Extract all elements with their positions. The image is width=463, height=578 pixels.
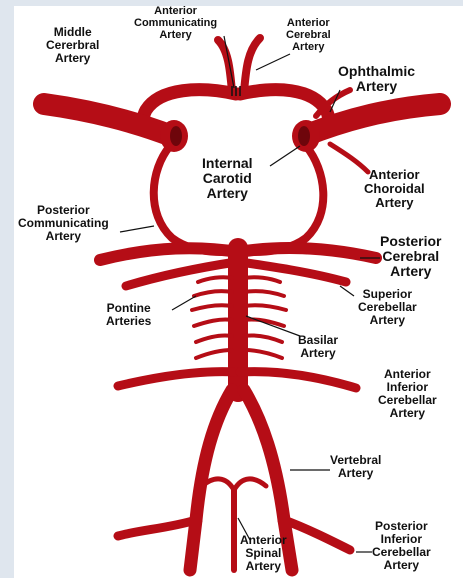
aica-left (118, 372, 236, 386)
vertebral-lower-left (190, 520, 196, 570)
pica-left (118, 520, 196, 536)
leader-internal-carotid (270, 146, 300, 166)
pontine-branch (196, 335, 232, 342)
superior-cerebellar-artery-left (126, 262, 236, 286)
pontine-branch (244, 277, 280, 282)
posterior-communicating-right (254, 146, 323, 252)
pontine-branch (244, 305, 286, 310)
pontine-branch (198, 277, 232, 282)
anterior-cerebral-artery-right (244, 38, 260, 92)
leader-posterior-communicating (120, 226, 154, 232)
pontine-branch (244, 291, 284, 296)
pontine-branch (244, 350, 282, 358)
pontine-branch (194, 291, 232, 296)
leader-basilar (246, 316, 300, 336)
aica-right (240, 372, 356, 388)
internal-carotid-openings (160, 120, 320, 152)
internal-carotid-right-lumen (298, 126, 310, 146)
vertebral-artery-left (196, 390, 232, 520)
posterior-cerebral-artery-right (238, 248, 376, 258)
pontine-branch (244, 335, 282, 342)
internal-carotid-left-lumen (170, 126, 182, 146)
pontine-branch (194, 319, 232, 326)
posterior-cerebral-artery-left (100, 248, 238, 260)
vertebral-artery-right (244, 390, 284, 520)
leader-superior-cerebellar (340, 286, 354, 296)
pontine-branch (196, 350, 232, 358)
anterior-choroidal-vessel (330, 144, 368, 172)
pontine-branch (192, 305, 232, 310)
leader-anterior-cerebral (256, 54, 290, 70)
